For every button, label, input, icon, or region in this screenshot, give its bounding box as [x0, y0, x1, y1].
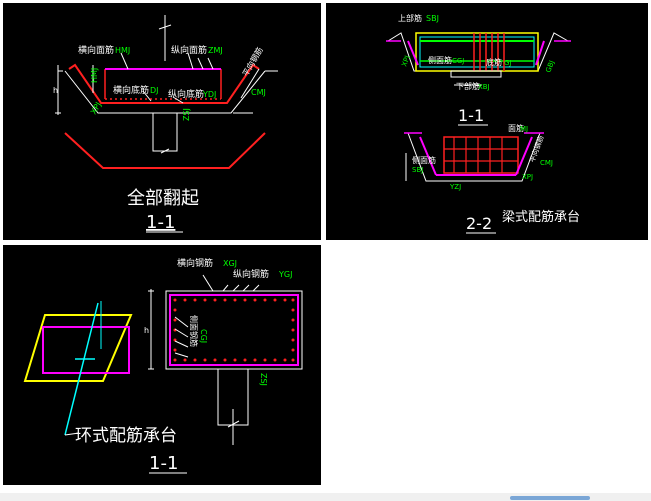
diagram-label: XGJ	[223, 259, 237, 268]
label-longitudinal-top: 纵向面筋	[171, 44, 207, 56]
diagram-label: MJ	[520, 125, 528, 133]
section-label: 1-1	[146, 212, 175, 233]
diagram-label: h	[144, 326, 149, 335]
title-full-flip: 全部翻起	[127, 188, 199, 209]
section-label: 1-1	[149, 453, 178, 474]
diagram-label: YZJ	[449, 183, 461, 191]
flipped-rebar	[64, 132, 266, 169]
scrollbar-thumb[interactable]	[510, 496, 590, 500]
label-transverse-top: 横向面筋	[78, 44, 114, 56]
diagram-label: HMJ	[90, 68, 99, 83]
diagram-label: XBJ	[478, 83, 490, 91]
diagram-label: 面筋	[508, 123, 524, 133]
diagram-label: XPJ	[400, 55, 411, 68]
diagram-label: 侧面筋	[428, 55, 452, 65]
diagram-label: DJ	[150, 86, 159, 95]
diagram-label: GBJ	[544, 59, 556, 73]
label-longitudinal-bottom: 纵向底筋	[168, 88, 204, 100]
diagram-label: CGJ	[452, 57, 464, 65]
diagram-label: h	[53, 86, 58, 95]
panel-beam-cap: 上部筋 SBJ 侧面筋 CGJ 底筋 GJ 下部筋 XBJ XPJ GBJ 1-…	[326, 3, 648, 240]
diagram-label: ZSJ	[259, 373, 268, 386]
diagram-label: CMJ	[251, 88, 266, 97]
diagram-label: CGJ	[199, 329, 208, 343]
panel-full-flip: 横向面筋 HMJ 纵向面筋 ZMJ 横向底筋 DJ 纵向底筋 YDJ HMJ X…	[3, 3, 321, 240]
diagram-label: HMJ	[115, 46, 130, 55]
diagram-label: YDJ	[202, 90, 216, 99]
rebar-outline	[68, 63, 260, 104]
diagram-label: SBJ	[412, 166, 423, 174]
diagram-label: CMJ	[540, 159, 553, 167]
diagram-label: ZMJ	[208, 46, 223, 55]
section-upper: 1-1	[458, 106, 484, 125]
diagram-label: 底筋	[486, 57, 502, 67]
diagram-label: YGJ	[278, 270, 292, 279]
diagram-label: GJ	[504, 59, 512, 67]
diagram-beam-cap: 上部筋 SBJ 侧面筋 CGJ 底筋 GJ 下部筋 XBJ XPJ GBJ 1-…	[386, 13, 580, 234]
diagram-label: XPJ	[522, 173, 533, 181]
diagram-label: 侧面钢筋	[189, 315, 199, 347]
diagram-label: 下部筋	[456, 81, 480, 91]
scrollbar-track[interactable]	[0, 493, 651, 501]
section-lower: 2-2	[466, 214, 492, 233]
diagram-label: ZSJ	[182, 108, 191, 121]
label-transverse-bottom: 横向底筋	[113, 84, 149, 96]
diagram-ring-cap: 横向钢筋 XGJ 纵向钢筋 YGJ 侧面钢筋 CGJ h ZSJ 环式配筋承台 …	[23, 257, 303, 474]
panel-ring-cap: 横向钢筋 XGJ 纵向钢筋 YGJ 侧面钢筋 CGJ h ZSJ 环式配筋承台 …	[3, 245, 321, 485]
diagram-label: 横向钢筋	[177, 257, 213, 269]
title-beam-cap: 梁式配筋承台	[502, 209, 580, 225]
diagram-label: 上部筋	[398, 13, 422, 23]
title-ring-cap: 环式配筋承台	[75, 426, 177, 446]
diagram-label: 平向钢筋	[240, 45, 265, 78]
diagram-label: SBJ	[426, 14, 439, 23]
diagram-label: 纵向钢筋	[233, 268, 269, 280]
diagram-label: 侧面筋	[412, 155, 436, 165]
diagram-full-flip: 横向面筋 HMJ 纵向面筋 ZMJ 横向底筋 DJ 纵向底筋 YDJ HMJ X…	[53, 15, 278, 233]
